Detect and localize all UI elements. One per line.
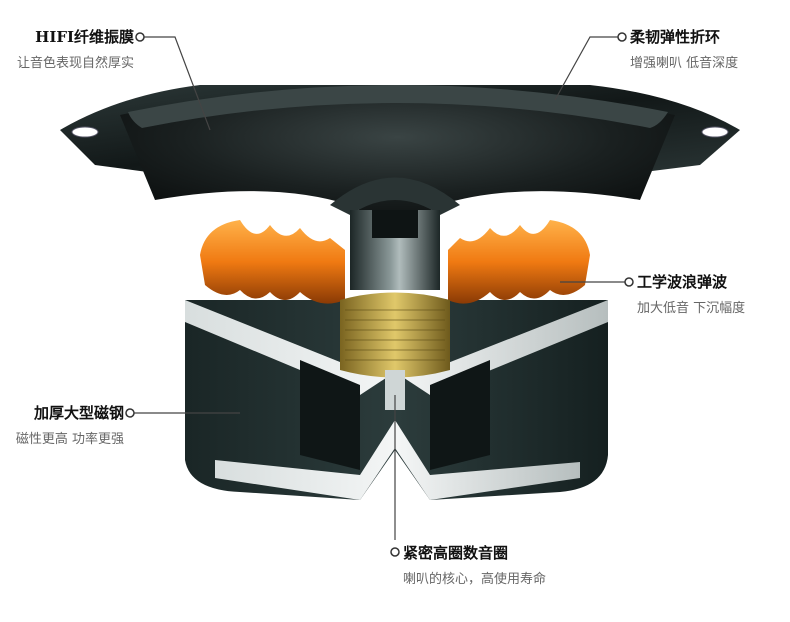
callout-coil: 紧密高圈数音圈 喇叭的核心，高使用寿命	[403, 542, 546, 587]
callout-magnet: 加厚大型磁钢 磁性更高 功率更强	[12, 402, 124, 447]
pole-piece	[350, 210, 440, 290]
callout-coil-desc: 喇叭的核心，高使用寿命	[403, 572, 547, 587]
callout-spider-title: 工学波浪弹波	[637, 273, 728, 291]
callout-spider-desc: 加大低音 下沉幅度	[637, 301, 746, 316]
callout-markers	[125, 32, 634, 557]
callout-leader-lines	[130, 36, 629, 540]
spider-damper	[200, 220, 590, 304]
callout-coil-title: 紧密高圈数音圈	[403, 544, 509, 562]
callout-magnet-desc: 磁性更高 功率更强	[15, 432, 124, 447]
callout-diaphragm-desc: 让音色表现自然厚实	[16, 56, 134, 71]
callout-diaphragm: HIFI纤维振膜 让音色表现自然厚实	[16, 26, 134, 71]
callout-surround-title: 柔韧弹性折环	[630, 28, 721, 46]
callout-surround-desc: 增强喇叭 低音深度	[630, 56, 739, 71]
callout-surround: 柔韧弹性折环 增强喇叭 低音深度	[630, 26, 738, 71]
callout-diaphragm-title: HIFI纤维振膜	[35, 28, 134, 46]
callout-spider: 工学波浪弹波 加大低音 下沉幅度	[637, 271, 745, 316]
callout-magnet-title: 加厚大型磁钢	[33, 404, 124, 422]
voice-coil	[340, 292, 450, 410]
cone-diaphragm	[120, 85, 675, 230]
